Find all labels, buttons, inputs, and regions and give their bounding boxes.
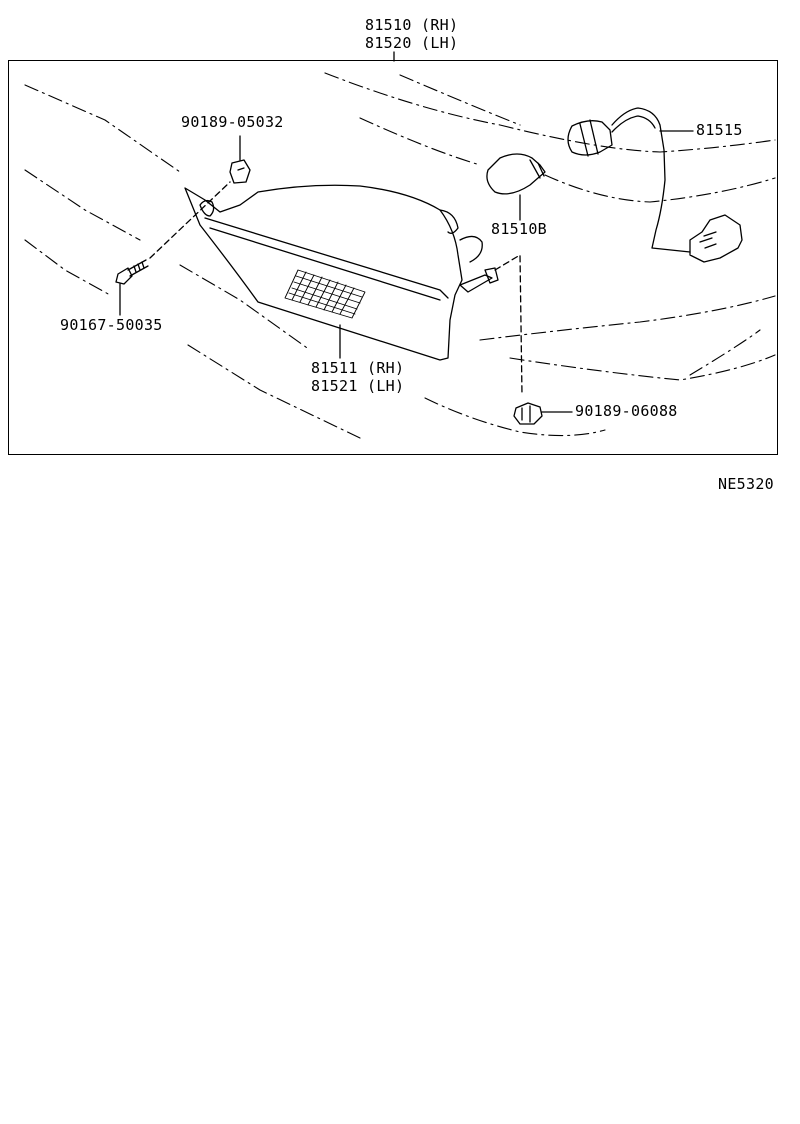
lens-part-number-lh: 81521 (LH) (311, 377, 405, 395)
bolt-install-path (149, 181, 231, 259)
bulb-socket-wire (567, 107, 743, 263)
bulb (486, 153, 546, 195)
bolt-part-number: 90167-50035 (60, 316, 163, 334)
lens-grille (284, 269, 366, 319)
assembly-part-number-lh: 81520 (LH) (365, 34, 459, 52)
clip-nut-top (229, 159, 251, 184)
nut-bottom-part-number: 90189-06088 (575, 402, 678, 420)
bulb-part-number: 81510B (491, 220, 547, 238)
diagram-code: NE5320 (718, 475, 774, 493)
stud-install-path (494, 254, 523, 396)
nut-bottom (513, 402, 543, 425)
bolt (115, 259, 149, 285)
lamp-housing-outline (184, 184, 483, 361)
assembly-part-number-rh: 81510 (RH) (365, 16, 459, 34)
body-outline-phantom-lines (24, 72, 776, 439)
bulb-socket-part-number: 81515 (696, 121, 743, 139)
lens-part-number-rh: 81511 (RH) (311, 359, 405, 377)
mounting-stud (459, 267, 499, 293)
clip-nut-part-number: 90189-05032 (181, 113, 284, 131)
diagram-frame (8, 60, 778, 455)
